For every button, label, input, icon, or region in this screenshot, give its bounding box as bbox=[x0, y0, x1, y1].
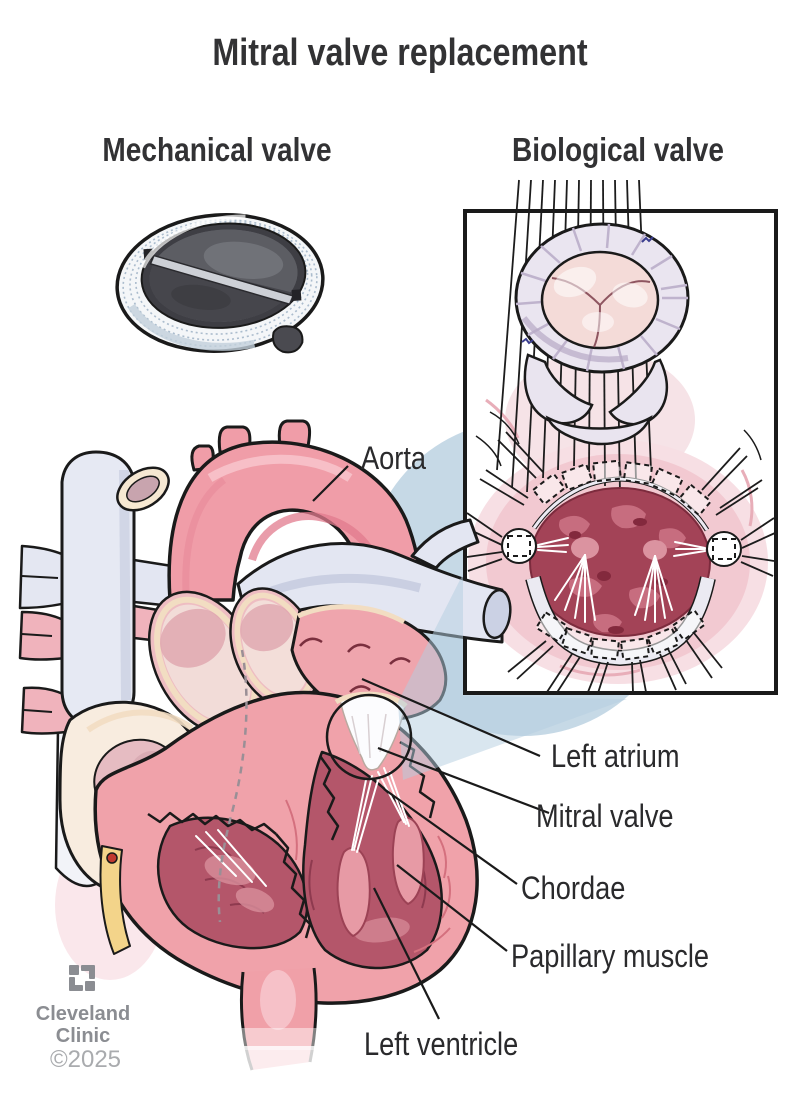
cleveland-clinic-logo-icon bbox=[69, 965, 95, 991]
superior-vena-cava bbox=[60, 450, 170, 728]
brand-name-line1: Cleveland bbox=[35, 1003, 131, 1025]
leader-left-ventricle bbox=[373, 887, 440, 1020]
papillary-muscle-shape bbox=[391, 816, 425, 905]
leader-papillary-muscle bbox=[396, 864, 508, 952]
label-aorta: Aorta bbox=[361, 440, 427, 476]
leader-aorta bbox=[312, 465, 349, 502]
label-papillary-muscle: Papillary muscle bbox=[511, 938, 710, 974]
annulus-chordae bbox=[537, 537, 706, 623]
descending-vessel bbox=[234, 967, 326, 1086]
leader-lines bbox=[312, 465, 550, 1020]
blue-stitch-mark bbox=[521, 337, 534, 345]
brand-name-line2: Clinic bbox=[55, 1025, 111, 1047]
leader-left-atrium bbox=[361, 677, 541, 758]
heading-biological-valve: Biological valve bbox=[511, 131, 725, 168]
magnifier-circle bbox=[325, 693, 413, 781]
page-title: Mitral valve replacement bbox=[212, 32, 588, 74]
label-mitral-valve: Mitral valve bbox=[536, 798, 674, 834]
suture-pledget-knobs bbox=[501, 528, 742, 567]
label-left-atrium: Left atrium bbox=[551, 738, 680, 774]
leader-chordae bbox=[383, 788, 518, 885]
bioprosthetic-valve bbox=[514, 222, 690, 446]
valve-strut-tab bbox=[272, 325, 304, 354]
copyright-text: ©2025 bbox=[49, 1046, 122, 1073]
blue-stitch-mark bbox=[641, 236, 654, 243]
leader-mitral-valve bbox=[377, 746, 550, 815]
left-ventricle-interior bbox=[302, 750, 443, 970]
papillary-muscle-shape bbox=[336, 846, 371, 937]
label-chordae: Chordae bbox=[521, 870, 626, 906]
dashed-incision-line bbox=[217, 649, 248, 923]
heading-mechanical-valve: Mechanical valve bbox=[102, 131, 332, 168]
mechanical-valve-illustration bbox=[115, 213, 325, 354]
label-left-ventricle: Left ventricle bbox=[364, 1026, 519, 1062]
magnifier-wedge bbox=[398, 574, 627, 780]
epicardial-fat bbox=[99, 845, 131, 955]
biological-valve-inset bbox=[463, 179, 778, 695]
right-ventricle-interior bbox=[156, 816, 309, 950]
pledgets bbox=[531, 459, 713, 661]
